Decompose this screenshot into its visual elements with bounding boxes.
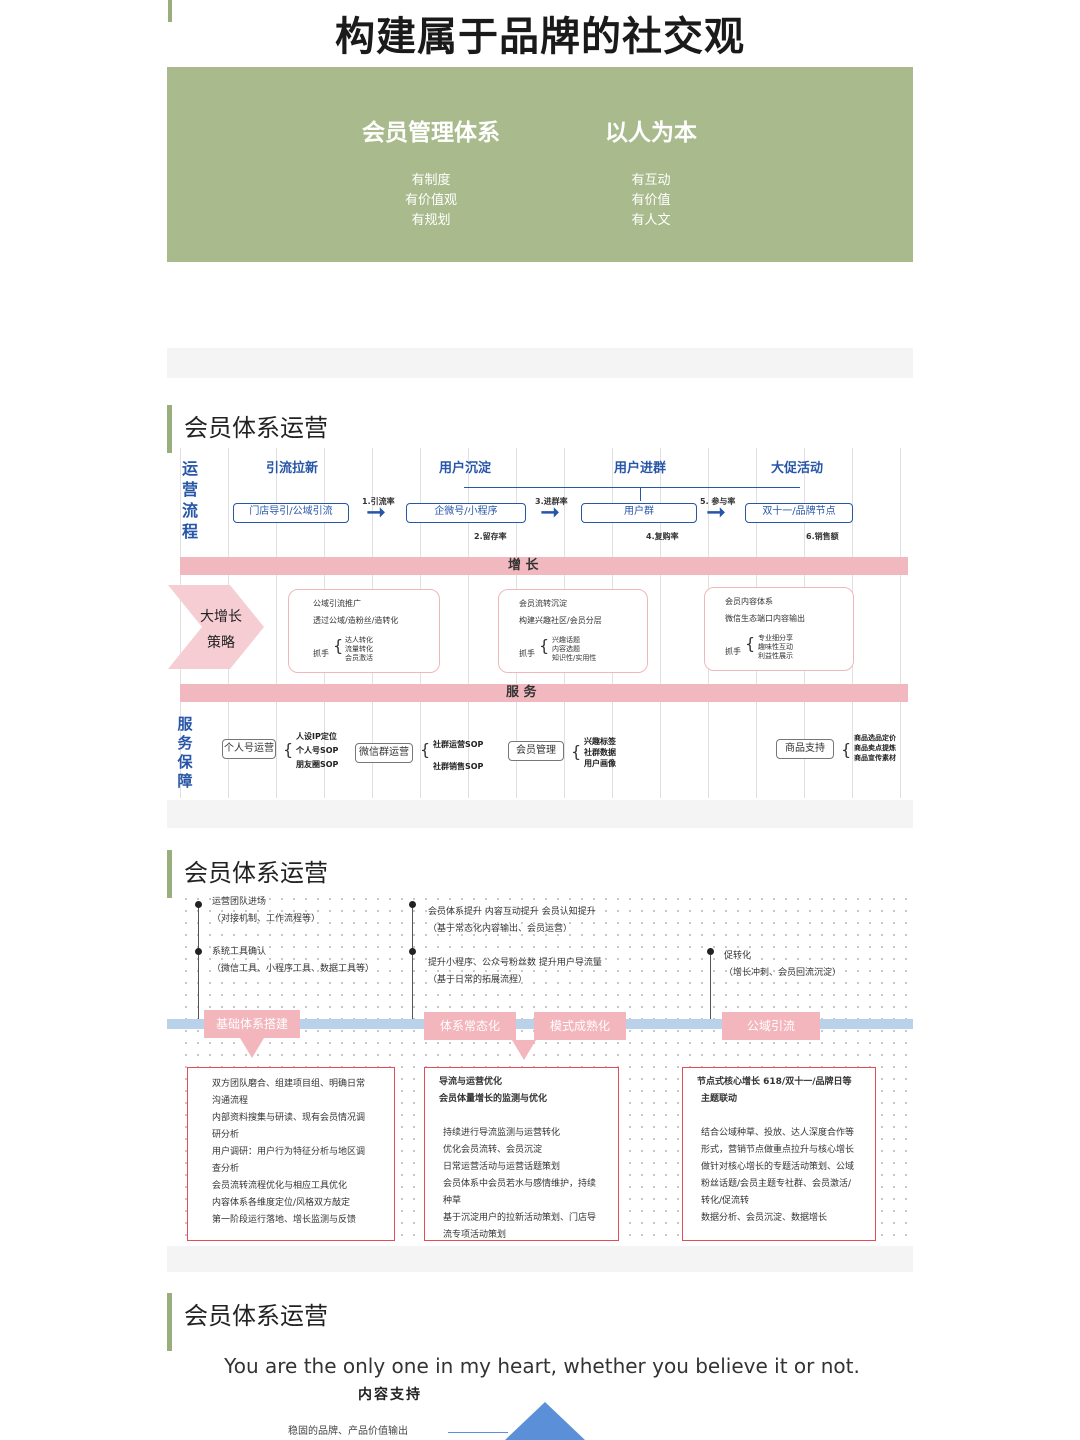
phase-label: 基础体系搭建: [204, 1010, 300, 1038]
timeline-note: 促转化 （增长冲刺、会员回流沉淀）: [724, 951, 842, 978]
service-box: 微信群运营: [355, 743, 413, 763]
service-band-label: 服 务: [506, 685, 537, 700]
brace-icon: {: [745, 634, 756, 653]
panel-list-right: 有互动 有价值 有人文: [551, 171, 751, 231]
timeline-stem: [412, 905, 413, 1023]
pointer-triangle: [512, 1040, 536, 1060]
page-title: 构建属于品牌的社交观: [335, 14, 745, 60]
panel-heading-right: 以人为本: [605, 120, 697, 146]
timeline-note: 会员体系提升 内容互动提升 会员认知提升 （基于常态化内容输出、会员运营）: [428, 907, 596, 934]
rate-label: 6.销售额: [806, 532, 839, 541]
brace-icon: {: [539, 636, 550, 655]
section-accent-bar: [167, 405, 172, 453]
flow-box: 门店导引/公域引流: [233, 503, 349, 523]
rate-label: 3.进群率: [535, 497, 568, 506]
list-item: 有规划: [411, 213, 451, 228]
section-divider: [167, 1246, 913, 1272]
timeline-dot: [195, 948, 202, 955]
timeline-stem: [710, 955, 711, 1023]
phase-label: 模式成熟化: [534, 1012, 626, 1040]
strategy-chevron: [168, 585, 264, 669]
panel-heading-left: 会员管理体系: [362, 120, 500, 146]
brace-icon: {: [420, 740, 431, 759]
service-box: 会员管理: [508, 741, 564, 761]
flow-label: 运 营 流 程: [181, 459, 198, 541]
green-panel: 会员管理体系 以人为本 有制度 有价值观 有规划 有互动 有价值 有人文: [167, 67, 913, 262]
service-notes: 人设IP定位 个人号SOP 朋友圈SOP: [296, 732, 339, 769]
strategy-card: 会员流转沉淀 构建兴趣社区/会员分层 抓手 { 兴趣话题 内容选题 知识性/实用…: [498, 589, 648, 673]
connector-line: [640, 487, 641, 501]
brace-icon: {: [333, 636, 344, 655]
content-support-heading: 内容支持: [358, 1387, 422, 1403]
arrow-right-icon: ➞: [540, 498, 561, 526]
panel-list-left: 有制度 有价值观 有规划: [331, 171, 531, 231]
flow-box: 双十一/品牌节点: [745, 503, 853, 523]
service-box: 商品支持: [776, 739, 834, 759]
list-item: 有人文: [631, 213, 671, 228]
arrow-right-icon: ➞: [366, 498, 387, 526]
side-text: 稳固的品牌、产品价值输出: [288, 1426, 408, 1437]
section-accent-bar: [167, 850, 172, 898]
section-title: 会员体系运营: [184, 859, 328, 887]
growth-band: [180, 557, 908, 575]
service-notes: 兴趣标签 社群数据 用户画像: [584, 737, 616, 768]
section-divider: [167, 348, 913, 378]
accent-bar: [168, 0, 172, 22]
brace-icon: {: [283, 740, 294, 759]
service-notes: 商品选品定价 商品卖点提炼 商品宣传素材: [854, 734, 896, 762]
rate-label: 2.留存率: [474, 532, 507, 541]
timeline-note: 运营团队进场 （对接机制、工作流程等）: [212, 897, 321, 924]
section-accent-bar: [167, 1293, 172, 1351]
timeline-dot: [195, 901, 202, 908]
tagline: You are the only one in my heart, whethe…: [224, 1354, 860, 1378]
service-notes: 社群运营SOP 社群销售SOP: [433, 740, 484, 771]
strategy-card: 公域引流推广 透过公域/造粉丝/造转化 抓手 { 达人转化 流量转化 会员激活: [288, 589, 440, 673]
list-item: 有价值: [631, 193, 671, 208]
arrow-right-icon: ➞: [706, 498, 727, 526]
timeline-dot: [707, 948, 714, 955]
timeline-dot: [409, 948, 416, 955]
phase-label: 体系常态化: [424, 1012, 516, 1040]
section-title: 会员体系运营: [184, 414, 328, 442]
blue-triangle: [505, 1402, 585, 1440]
brace-icon: {: [841, 740, 852, 759]
phase-detail-box: 节点式核心增长 618/双十一/品牌日等 主题联动 结合公域种草、投放、达人深度…: [682, 1067, 876, 1241]
phase-label: 公域引流: [722, 1012, 820, 1040]
service-label: 服 务 保 障: [177, 715, 193, 790]
list-item: 有制度: [411, 173, 451, 188]
flow-box: 企微号/小程序: [406, 503, 526, 523]
connector-line: [448, 1432, 508, 1433]
rate-label: 5. 参与率: [700, 497, 736, 506]
stage-heading: 用户进群: [613, 461, 666, 476]
growth-band-label: 增 长: [508, 558, 539, 573]
stage-heading: 引流拉新: [265, 461, 318, 476]
rate-label: 1.引流率: [362, 497, 395, 506]
strategy-label: 大增长 策略: [200, 609, 242, 651]
phase-detail-box: 导流与运营优化 会员体量增长的监测与优化 持续进行导流监测与运营转化 优化会员流…: [424, 1067, 619, 1241]
section-divider: [167, 800, 913, 828]
timeline-dot: [409, 901, 416, 908]
list-item: 有价值观: [404, 193, 457, 208]
service-band: [180, 684, 908, 702]
connector-line: [464, 487, 800, 488]
list-item: 有互动: [631, 173, 671, 188]
stage-heading: 用户沉淀: [438, 461, 491, 476]
timeline-note: 系统工具确认 （微信工具、小程序工具、数据工具等）: [212, 947, 375, 974]
pointer-triangle: [240, 1038, 264, 1058]
phase-detail-box: 双方团队磨合、组建项目组、明确日常 沟通流程 内部资料搜集与研读、现有会员情况调…: [187, 1067, 395, 1241]
rate-label: 4.复购率: [646, 532, 679, 541]
brace-icon: {: [571, 742, 582, 761]
stage-heading: 大促活动: [770, 461, 823, 476]
timeline-note: 提升小程序、公众号粉丝数 提升用户导流量 （基于日常的拓展流程）: [428, 958, 602, 985]
service-box: 个人号运营: [222, 739, 276, 759]
section-title: 会员体系运营: [184, 1302, 328, 1330]
timeline-stem: [198, 905, 199, 1023]
flow-box: 用户群: [581, 503, 697, 523]
strategy-card: 会员内容体系 微信生态端口内容输出 抓手 { 专业细分享 趣味性互动 利益性展示: [704, 587, 854, 671]
